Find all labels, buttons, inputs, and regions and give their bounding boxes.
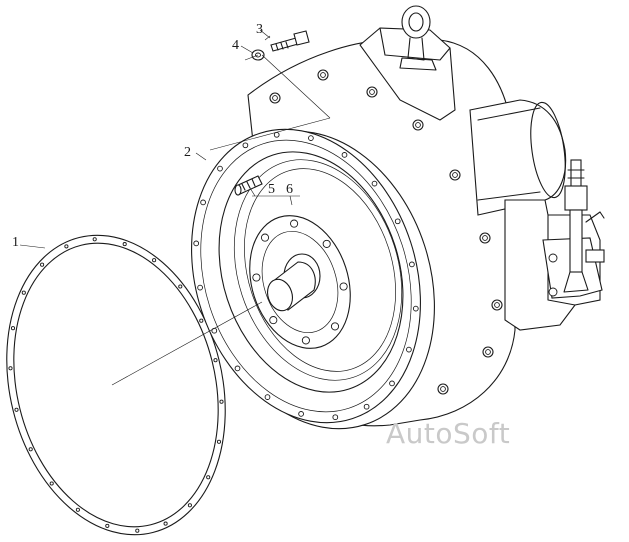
callout-labels: 1 2 3 4 5 6	[12, 22, 293, 250]
housing-bolt-center	[369, 89, 375, 95]
flange-bolt-hole	[371, 180, 378, 187]
flange-bolt-hole	[273, 131, 280, 138]
flange-bolt-hole	[409, 261, 415, 268]
gasket-bolt-hole	[21, 290, 26, 295]
callout-6: 6	[286, 182, 293, 197]
gasket-bolt-hole	[122, 242, 127, 247]
gasket-bolt-hole	[14, 407, 19, 412]
gasket-bolt-hole	[49, 481, 54, 486]
flange-bolt-hole	[412, 305, 419, 312]
housing-bolt-center	[415, 122, 421, 128]
flange-bolt-hole	[406, 346, 412, 353]
gasket-bolt-hole	[10, 326, 16, 331]
gasket-bolt-hole	[8, 366, 13, 371]
housing-bolt-center	[482, 235, 488, 241]
gasket-bolt-hole	[40, 262, 45, 267]
gasket-bolt-hole	[219, 399, 224, 404]
housing-bolt-center	[440, 386, 446, 392]
gasket-bolt-hole	[163, 521, 168, 526]
flange-bolt-hole	[197, 284, 203, 291]
flange-bolt-hole	[308, 135, 314, 141]
gasket-bolt-hole	[178, 284, 183, 289]
flange-bolt-hole	[200, 199, 206, 206]
flange-bolt-hole	[264, 394, 271, 400]
housing-bolt-center	[485, 349, 491, 355]
gasket-ring-part-1	[6, 234, 226, 536]
housing-bolt-center	[320, 72, 326, 78]
leader-lines	[19, 29, 331, 386]
stud-part-5-6	[234, 175, 263, 196]
gasket-bolt-hole	[206, 475, 211, 480]
hub-bolt-head	[260, 233, 270, 242]
gasket-bolt-hole	[135, 528, 140, 533]
callout-1: 1	[12, 235, 19, 250]
flange-bolt-hole	[341, 152, 348, 158]
bolt-part-3	[270, 30, 310, 52]
hub-bolt-head	[301, 336, 310, 345]
flange-bolt-hole	[363, 403, 370, 410]
watermark-logo: AutoSoft	[386, 417, 511, 450]
hub-bolt-head	[269, 316, 278, 325]
gasket-bolt-hole	[28, 447, 33, 452]
gasket-bolt-hole	[105, 523, 110, 528]
flange-bolt-hole	[217, 165, 223, 172]
gasket-bolt-hole	[64, 244, 69, 249]
hub-bolt-head	[339, 282, 348, 291]
gasket-bolt-hole	[152, 258, 157, 263]
flange-bolt-hole	[394, 218, 401, 225]
hub-bolt-head	[252, 273, 261, 282]
housing-bolt-center	[494, 302, 500, 308]
housing-bolt-center	[272, 95, 278, 101]
gasket-bolt-hole	[92, 237, 97, 242]
hub-bolt-head	[330, 322, 340, 331]
flange-bolt-hole	[234, 365, 241, 372]
flange-disc-part-2	[191, 128, 435, 430]
callout-5: 5	[268, 182, 275, 197]
hub-bolt-head	[322, 239, 331, 248]
gasket-bolt-hole	[75, 507, 80, 512]
flange-bolt-hole	[193, 240, 200, 247]
gasket-bolt-hole	[187, 503, 192, 508]
housing-bolt-center	[452, 172, 458, 178]
gasket-bolt-hole	[216, 439, 222, 444]
flange-bolt-hole	[242, 142, 249, 149]
gasket-bolt-hole	[199, 318, 204, 323]
gasket-bolt-hole	[213, 358, 218, 363]
flange-bolt-hole	[332, 414, 339, 421]
callout-3: 3	[256, 22, 263, 37]
callout-4: 4	[232, 38, 239, 53]
flange-bolt-hole	[298, 411, 304, 417]
callout-2: 2	[184, 145, 191, 160]
hub-bolt-head	[290, 219, 299, 228]
flange-bolt-hole	[389, 380, 395, 387]
